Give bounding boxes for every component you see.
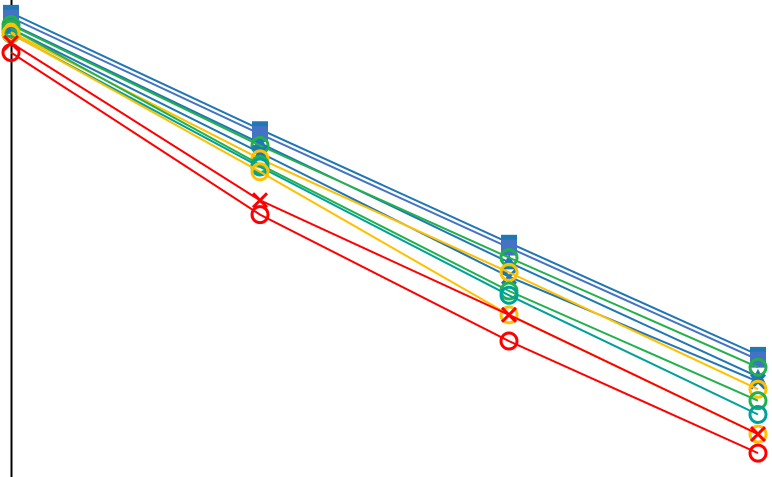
series-3 <box>3 15 766 384</box>
data-point <box>1 42 21 62</box>
series-line <box>10 31 759 391</box>
series-line <box>10 11 759 356</box>
data-point <box>500 268 518 285</box>
data-point <box>500 306 518 323</box>
series-line <box>10 16 759 361</box>
data-point <box>748 391 768 411</box>
data-point <box>748 424 768 444</box>
data-point <box>499 305 519 325</box>
series-4 <box>1 15 768 377</box>
series-1 <box>3 4 766 363</box>
series-line <box>10 27 759 383</box>
data-point <box>499 262 519 282</box>
series-line <box>10 51 759 455</box>
data-point <box>749 426 767 443</box>
data-point <box>499 331 519 351</box>
series-layer <box>1 4 768 463</box>
data-point <box>250 162 270 182</box>
data-point <box>748 443 768 463</box>
series-line <box>10 33 759 416</box>
series-6 <box>1 22 768 399</box>
series-line <box>10 23 759 369</box>
data-point <box>499 285 519 305</box>
data-point <box>251 192 269 209</box>
data-point <box>748 405 768 425</box>
series-line <box>10 27 759 402</box>
series-line <box>10 42 759 436</box>
data-point <box>748 357 768 377</box>
series-line <box>10 22 759 378</box>
data-point <box>748 379 768 399</box>
series-10 <box>2 34 767 443</box>
series-11 <box>1 42 768 463</box>
series-9 <box>1 23 768 444</box>
data-point <box>250 205 270 225</box>
